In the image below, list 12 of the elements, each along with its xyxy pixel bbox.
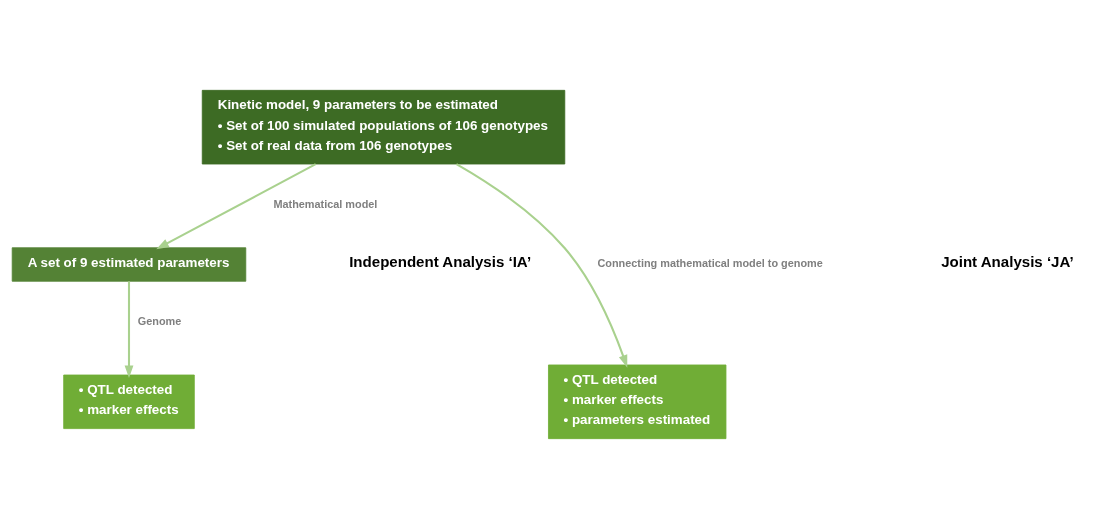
edge-label: Mathematical model [273, 197, 378, 210]
edge-label: Genome [137, 315, 182, 328]
node-box: A set of 9 estimated parameters [11, 247, 247, 282]
node-box: • QTL detected • marker effects [63, 374, 195, 430]
node-box: Kinetic model, 9 parameters to be estimated • Set of 100 simulated populations of 106 genotypes • Set of real data from 106 genotypes [201, 89, 566, 165]
label: Independent Analysis ‘IA’ [349, 253, 532, 271]
arrow [124, 281, 134, 379]
arrow [156, 163, 317, 250]
edge-label: Connecting mathematical model to genome [597, 256, 823, 269]
node-box: • QTL detected • marker effects • parameters estimated [548, 364, 727, 440]
arrow [455, 163, 628, 368]
label: Joint Analysis ‘JA’ [941, 253, 1074, 271]
